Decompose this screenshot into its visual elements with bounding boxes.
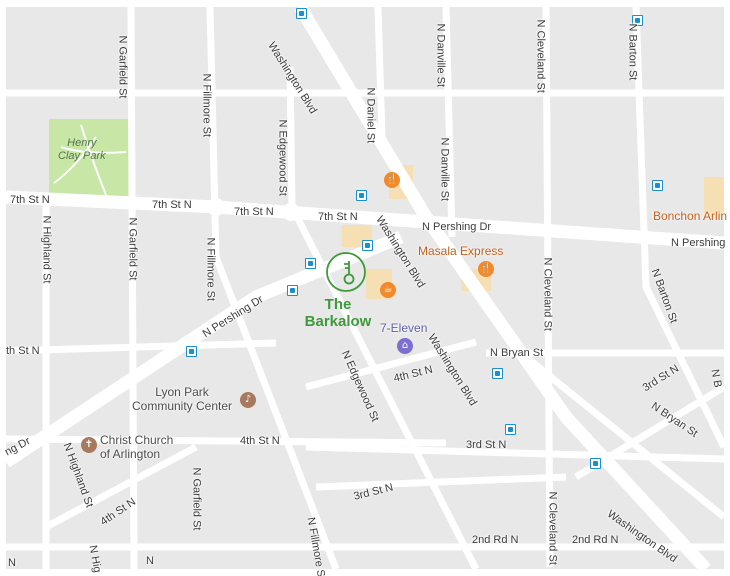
street-label: N Pershing Dr <box>422 221 492 233</box>
henry-clay-park-area <box>49 119 131 197</box>
roundabouts <box>207 198 300 221</box>
street-label: N Barton St <box>626 23 639 81</box>
bus-stop-icon[interactable] <box>632 15 643 26</box>
park-label-line1: Henry <box>67 137 97 149</box>
street-label: N B <box>708 368 724 389</box>
street-label: th St N <box>6 345 40 357</box>
bus-stop-icon[interactable] <box>186 346 197 357</box>
church-icon[interactable]: ✝ <box>81 437 97 453</box>
barkalow-key-logo <box>326 252 366 292</box>
street-label: N Fillmore St <box>204 237 217 302</box>
street-label: N Danville St <box>434 23 447 88</box>
map-canvas[interactable] <box>6 7 724 569</box>
park-label-line2: Clay Park <box>58 149 106 162</box>
street-label: N Cleveland St <box>534 19 547 93</box>
street-label: N Fillmore St <box>200 73 213 138</box>
street-label: N Cleveland St <box>541 257 554 331</box>
street-label: N Garfield St <box>126 217 139 281</box>
lyon-park-label[interactable]: Lyon Park Community Center <box>132 385 233 414</box>
street-label: 7th St N <box>152 199 192 211</box>
bonchon-label[interactable]: Bonchon Arlin <box>653 209 728 223</box>
street-label: 2nd Rd N <box>572 534 619 546</box>
christ-church-label[interactable]: Christ Church of Arlington <box>100 433 174 462</box>
bus-stop-icon[interactable] <box>492 368 503 379</box>
street-label: N Pershing <box>671 237 726 249</box>
street-label: N Highland St <box>40 215 53 284</box>
barkalow-label[interactable]: The Barkalow <box>299 296 377 330</box>
barkalow-label-line2: Barkalow <box>304 312 372 330</box>
barkalow-label-line1: The <box>324 296 352 313</box>
street-label: N Daniel St <box>364 87 377 144</box>
masala-express-label[interactable]: Masala Express <box>418 244 504 258</box>
street-label: N Garfield St <box>190 467 203 531</box>
lyon-park-line1: Lyon Park <box>155 385 209 399</box>
street-label: N Edgewood St <box>276 119 289 196</box>
fork-knife-icon[interactable]: 🍴 <box>384 172 400 188</box>
street-label: 7th St N <box>10 194 50 206</box>
bus-stop-icon[interactable] <box>590 458 601 469</box>
lyon-park-line2: Community Center <box>132 398 233 413</box>
shopping-basket-icon[interactable]: ⌂ <box>397 338 413 354</box>
music-note-icon[interactable]: ♪ <box>240 392 256 408</box>
major-roads <box>6 7 724 569</box>
street-label: 3rd St N <box>466 439 507 451</box>
seven-eleven-label[interactable]: 7-Eleven <box>380 321 428 335</box>
street-label: N Cleveland St <box>546 491 559 565</box>
christ-church-line2: of Arlington <box>100 446 161 461</box>
minor-streets <box>6 7 724 569</box>
coffee-cup-icon[interactable]: ☕ <box>380 282 396 298</box>
street-label: N <box>8 557 16 569</box>
fork-knife-icon[interactable]: 🍴 <box>478 261 494 277</box>
street-label: 2nd Rd N <box>472 534 519 546</box>
bus-stop-icon[interactable] <box>652 180 663 191</box>
bus-stop-icon[interactable] <box>296 8 307 19</box>
bus-stop-icon[interactable] <box>305 258 316 269</box>
bus-stop-icon[interactable] <box>287 285 298 296</box>
street-label: N <box>146 555 154 567</box>
street-label: N Garfield St <box>116 35 129 99</box>
christ-church-line1: Christ Church <box>100 433 174 447</box>
street-label: 7th St N <box>318 211 358 223</box>
street-label: N Danville St <box>438 137 451 202</box>
street-label: 4th St N <box>240 435 280 447</box>
park-label: Henry Clay Park <box>58 137 106 162</box>
street-label: 7th St N <box>234 206 274 218</box>
bus-stop-icon[interactable] <box>505 424 516 435</box>
bus-stop-icon[interactable] <box>356 190 367 201</box>
park-paths <box>53 124 127 196</box>
bus-stop-icon[interactable] <box>362 240 373 251</box>
street-label: N Bryan St <box>490 347 544 359</box>
